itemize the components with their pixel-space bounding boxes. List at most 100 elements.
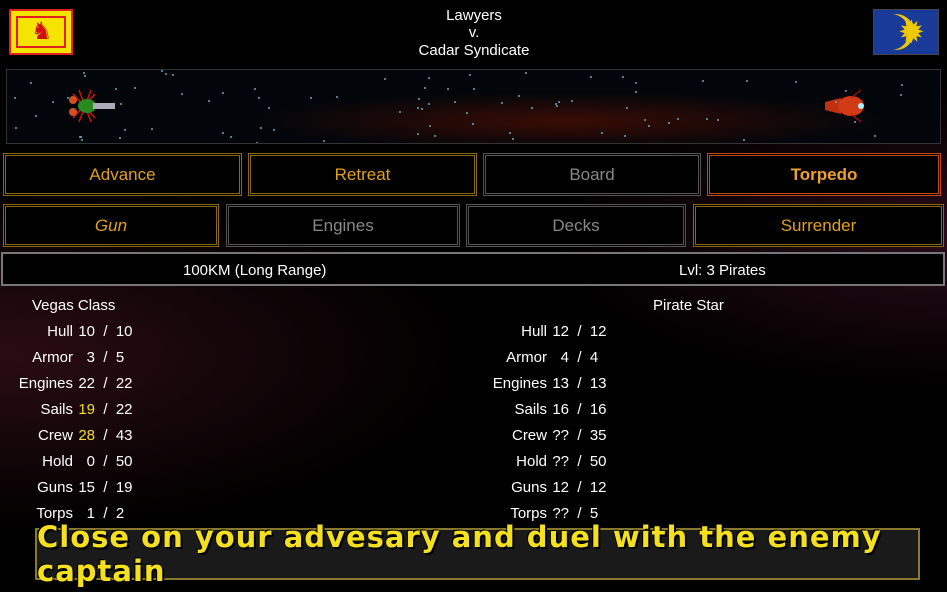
enemy-stat-crew: Crew?? / 35: [470, 427, 607, 447]
stat-label: Armor: [32, 349, 73, 366]
stat-label: Engines: [492, 375, 547, 392]
star: [885, 142, 888, 143]
stat-current: 13: [552, 375, 569, 392]
target-decks-button[interactable]: Decks: [466, 204, 686, 247]
stat-sep: /: [569, 349, 590, 366]
star: [472, 122, 475, 125]
enemy-stat-hold: Hold?? / 50: [470, 453, 606, 473]
star: [743, 138, 746, 141]
stat-sep: /: [95, 349, 116, 366]
engines-label: Engines: [312, 215, 374, 235]
star: [473, 87, 476, 90]
star: [570, 100, 573, 103]
star: [525, 71, 528, 74]
stat-current: 3: [86, 349, 95, 366]
stat-max: 43: [115, 427, 133, 444]
star: [79, 136, 82, 139]
star: [13, 96, 16, 99]
star: [160, 70, 163, 73]
star: [171, 73, 174, 76]
stat-label: Torps: [510, 505, 547, 522]
stat-label: Crew: [37, 427, 73, 444]
star: [643, 118, 646, 121]
range-text: 100KM (Long Range): [183, 262, 327, 279]
surrender-button[interactable]: Surrender: [693, 204, 944, 247]
star: [256, 141, 259, 143]
star: [29, 81, 32, 84]
stat-current: 12: [552, 479, 569, 496]
stat-current: 22: [78, 375, 95, 392]
star: [635, 81, 638, 84]
star: [428, 76, 431, 79]
stat-max: 5: [115, 349, 125, 366]
stat-label: Hold: [516, 453, 547, 470]
star: [621, 75, 624, 78]
star: [809, 142, 812, 143]
stat-sep: /: [95, 401, 116, 418]
star: [384, 78, 387, 81]
star: [80, 135, 83, 138]
stat-current: 0: [86, 453, 95, 470]
stat-current: 1: [86, 505, 95, 522]
versus-label: v.: [468, 24, 480, 41]
stat-sep: /: [95, 505, 116, 522]
enemy-ship-icon: [825, 89, 864, 123]
stat-label: Guns: [511, 479, 547, 496]
torpedo-button[interactable]: Torpedo: [707, 153, 941, 196]
star: [677, 117, 680, 120]
stat-max: 5: [589, 505, 599, 522]
star: [84, 75, 87, 78]
star: [221, 132, 224, 135]
star: [648, 125, 651, 128]
star: [554, 103, 557, 106]
star: [795, 80, 798, 83]
stat-sep: /: [95, 453, 116, 470]
star: [854, 120, 857, 123]
stat-sep: /: [95, 323, 116, 340]
stat-label: Crew: [511, 427, 547, 444]
star: [83, 71, 86, 74]
star: [119, 103, 122, 106]
star: [123, 129, 126, 132]
star: [181, 92, 184, 95]
board-button[interactable]: Board: [483, 153, 701, 196]
target-engines-button[interactable]: Engines: [226, 204, 460, 247]
stat-max: 13: [589, 375, 607, 392]
player-stat-armor: Armor 3 / 5: [0, 349, 124, 369]
star: [465, 112, 468, 115]
stat-label: Engines: [18, 375, 73, 392]
retreat-button[interactable]: Retreat: [248, 153, 477, 196]
stat-current: 10: [78, 323, 95, 340]
enemy-stat-torps: Torps?? / 5: [470, 505, 598, 525]
board-label: Board: [569, 164, 615, 184]
advance-button[interactable]: Advance: [3, 153, 242, 196]
star: [222, 92, 225, 95]
star: [416, 107, 419, 110]
star: [423, 87, 426, 90]
star: [309, 96, 312, 99]
stat-current: 28: [78, 427, 95, 444]
stat-label: Hull: [521, 323, 547, 340]
stat-current: 19: [78, 401, 95, 418]
stat-max: 19: [115, 479, 133, 496]
surrender-label: Surrender: [780, 215, 857, 235]
stat-sep: /: [95, 479, 116, 496]
player-ship-icon: [69, 89, 115, 123]
target-gun-button[interactable]: Gun: [3, 204, 219, 247]
star: [600, 132, 603, 135]
star: [558, 100, 561, 103]
star: [624, 135, 627, 138]
stat-label: Sails: [514, 401, 547, 418]
star: [625, 107, 628, 110]
star: [259, 127, 262, 130]
star: [511, 137, 514, 140]
